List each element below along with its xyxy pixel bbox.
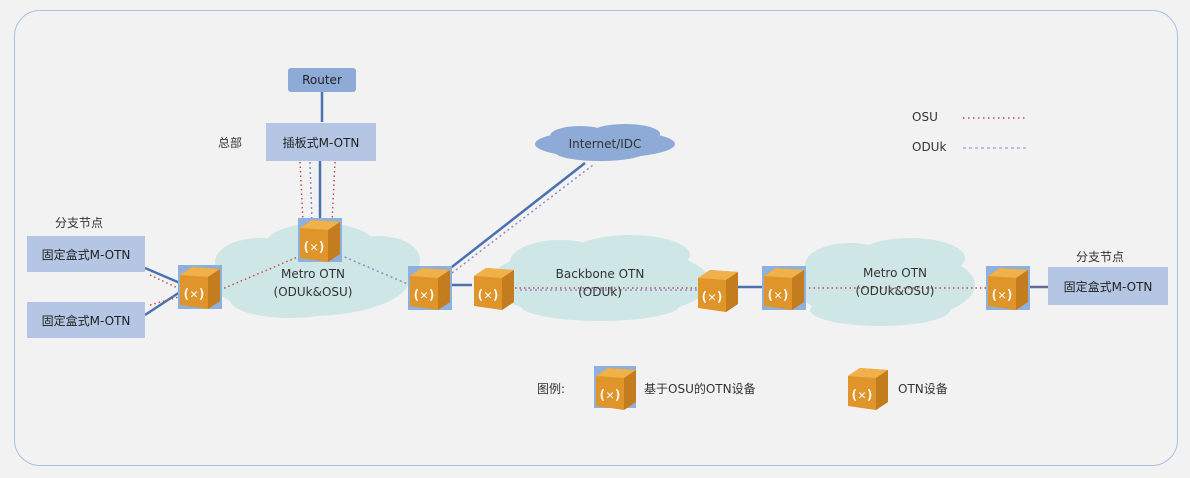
router[interactable]: Router bbox=[288, 68, 356, 92]
oduk-links bbox=[309, 161, 700, 291]
cloud-backbone-label: Backbone OTN (ODUk) bbox=[556, 265, 645, 301]
hq-label: 总部 bbox=[218, 136, 243, 150]
oduk-legend-label: ODUk bbox=[912, 140, 947, 154]
osu-links bbox=[149, 161, 1048, 306]
osu-legend-label: OSU bbox=[912, 110, 938, 124]
cloud-metro-left-label: Metro OTN (ODUk&OSU) bbox=[274, 265, 353, 301]
cloud-metro-left-title: Metro OTN bbox=[280, 267, 346, 281]
diagram-frame bbox=[14, 10, 1178, 466]
cloud-metro-right-subtitle: (ODUk&OSU) bbox=[855, 284, 935, 298]
osu-otn-device-legend-label: 基于OSU的OTN设备 bbox=[644, 382, 756, 396]
osu-otn-device-hq[interactable] bbox=[298, 218, 342, 262]
osu-otn-device-metro-right-1[interactable] bbox=[762, 266, 806, 310]
otn-device-backbone-1[interactable] bbox=[474, 268, 514, 310]
cloud-metro-right-title: Metro OTN bbox=[862, 266, 928, 280]
otn-device-legend-label: OTN设备 bbox=[898, 382, 948, 396]
cloud-metro-left-subtitle: (ODUk&OSU) bbox=[273, 285, 353, 299]
cloud-backbone bbox=[490, 235, 710, 321]
osu-otn-device-center[interactable] bbox=[408, 266, 452, 310]
cloud-metro-right bbox=[795, 238, 975, 326]
branch-left-device-1[interactable]: 固定盒式M-OTN bbox=[27, 236, 145, 272]
cloud-backbone-title: Backbone OTN bbox=[555, 267, 645, 281]
cloud-metro-left bbox=[210, 223, 420, 318]
cloud-backbone-subtitle: (ODUk) bbox=[578, 285, 622, 299]
osu-otn-device-icon bbox=[594, 366, 636, 410]
osu-otn-device-metro-right-2[interactable] bbox=[986, 266, 1030, 310]
osu-otn-device-left[interactable] bbox=[178, 265, 222, 309]
branch-right-device[interactable]: 固定盒式M-OTN bbox=[1048, 267, 1168, 305]
otn-device-backbone-2[interactable] bbox=[698, 270, 738, 312]
device-legend-title: 图例: bbox=[537, 382, 566, 396]
internet-label: Internet/IDC bbox=[568, 137, 642, 151]
cloud-metro-right-label: Metro OTN (ODUk&OSU) bbox=[856, 264, 935, 300]
branch-left-device-2[interactable]: 固定盒式M-OTN bbox=[27, 302, 145, 338]
hq-plugin-m-otn[interactable]: 插板式M-OTN bbox=[266, 123, 376, 161]
branch-left-label: 分支节点 bbox=[55, 216, 104, 230]
branch-right-label: 分支节点 bbox=[1076, 250, 1125, 264]
physical-links bbox=[144, 92, 1048, 317]
otn-device-icon bbox=[848, 368, 888, 410]
cloud-internet[interactable] bbox=[535, 124, 675, 161]
